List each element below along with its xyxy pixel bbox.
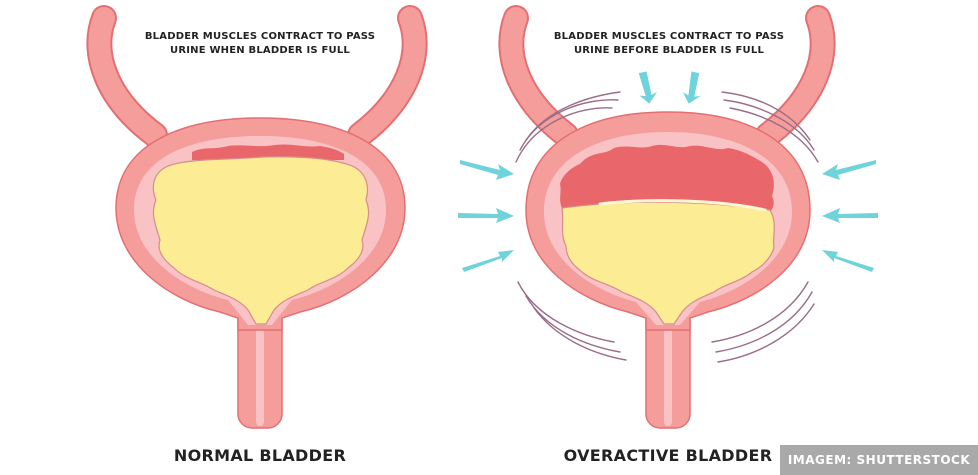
overactive-bladder-note: BLADDER MUSCLES CONTRACT TO PASS URINE B… (519, 30, 819, 58)
urethra-channel (664, 300, 672, 426)
normal-bladder-note: BLADDER MUSCLES CONTRACT TO PASS URINE W… (110, 30, 410, 58)
overactive-note-line1: BLADDER MUSCLES CONTRACT TO PASS (553, 31, 785, 42)
normal-bladder (86, 5, 428, 429)
normal-bladder-title: NORMAL BLADDER (173, 446, 347, 465)
image-credit-badge: IMAGEM: SHUTTERSTOCK (780, 445, 978, 475)
contraction-wave-icon (515, 91, 819, 363)
contraction-region (560, 144, 774, 212)
left-ureter-inner (88, 7, 166, 146)
normal-note-line1: BLADDER MUSCLES CONTRACT TO PASS (144, 31, 376, 42)
overactive-note-line2: URINE BEFORE BLADDER IS FULL (573, 45, 765, 56)
normal-note-line2: URINE WHEN BLADDER IS FULL (170, 45, 350, 56)
right-ureter-inner (349, 7, 426, 146)
right-ureter-inner (757, 7, 834, 146)
urine-surface-highlight (598, 199, 767, 212)
pressure-arrow-icon (458, 71, 878, 272)
urine (152, 156, 370, 325)
overactive-bladder (498, 5, 836, 429)
overactive-bladder-title: OVERACTIVE BLADDER (563, 446, 773, 465)
urine (561, 201, 775, 325)
urethra-channel (256, 300, 264, 426)
contraction-band (192, 144, 344, 160)
